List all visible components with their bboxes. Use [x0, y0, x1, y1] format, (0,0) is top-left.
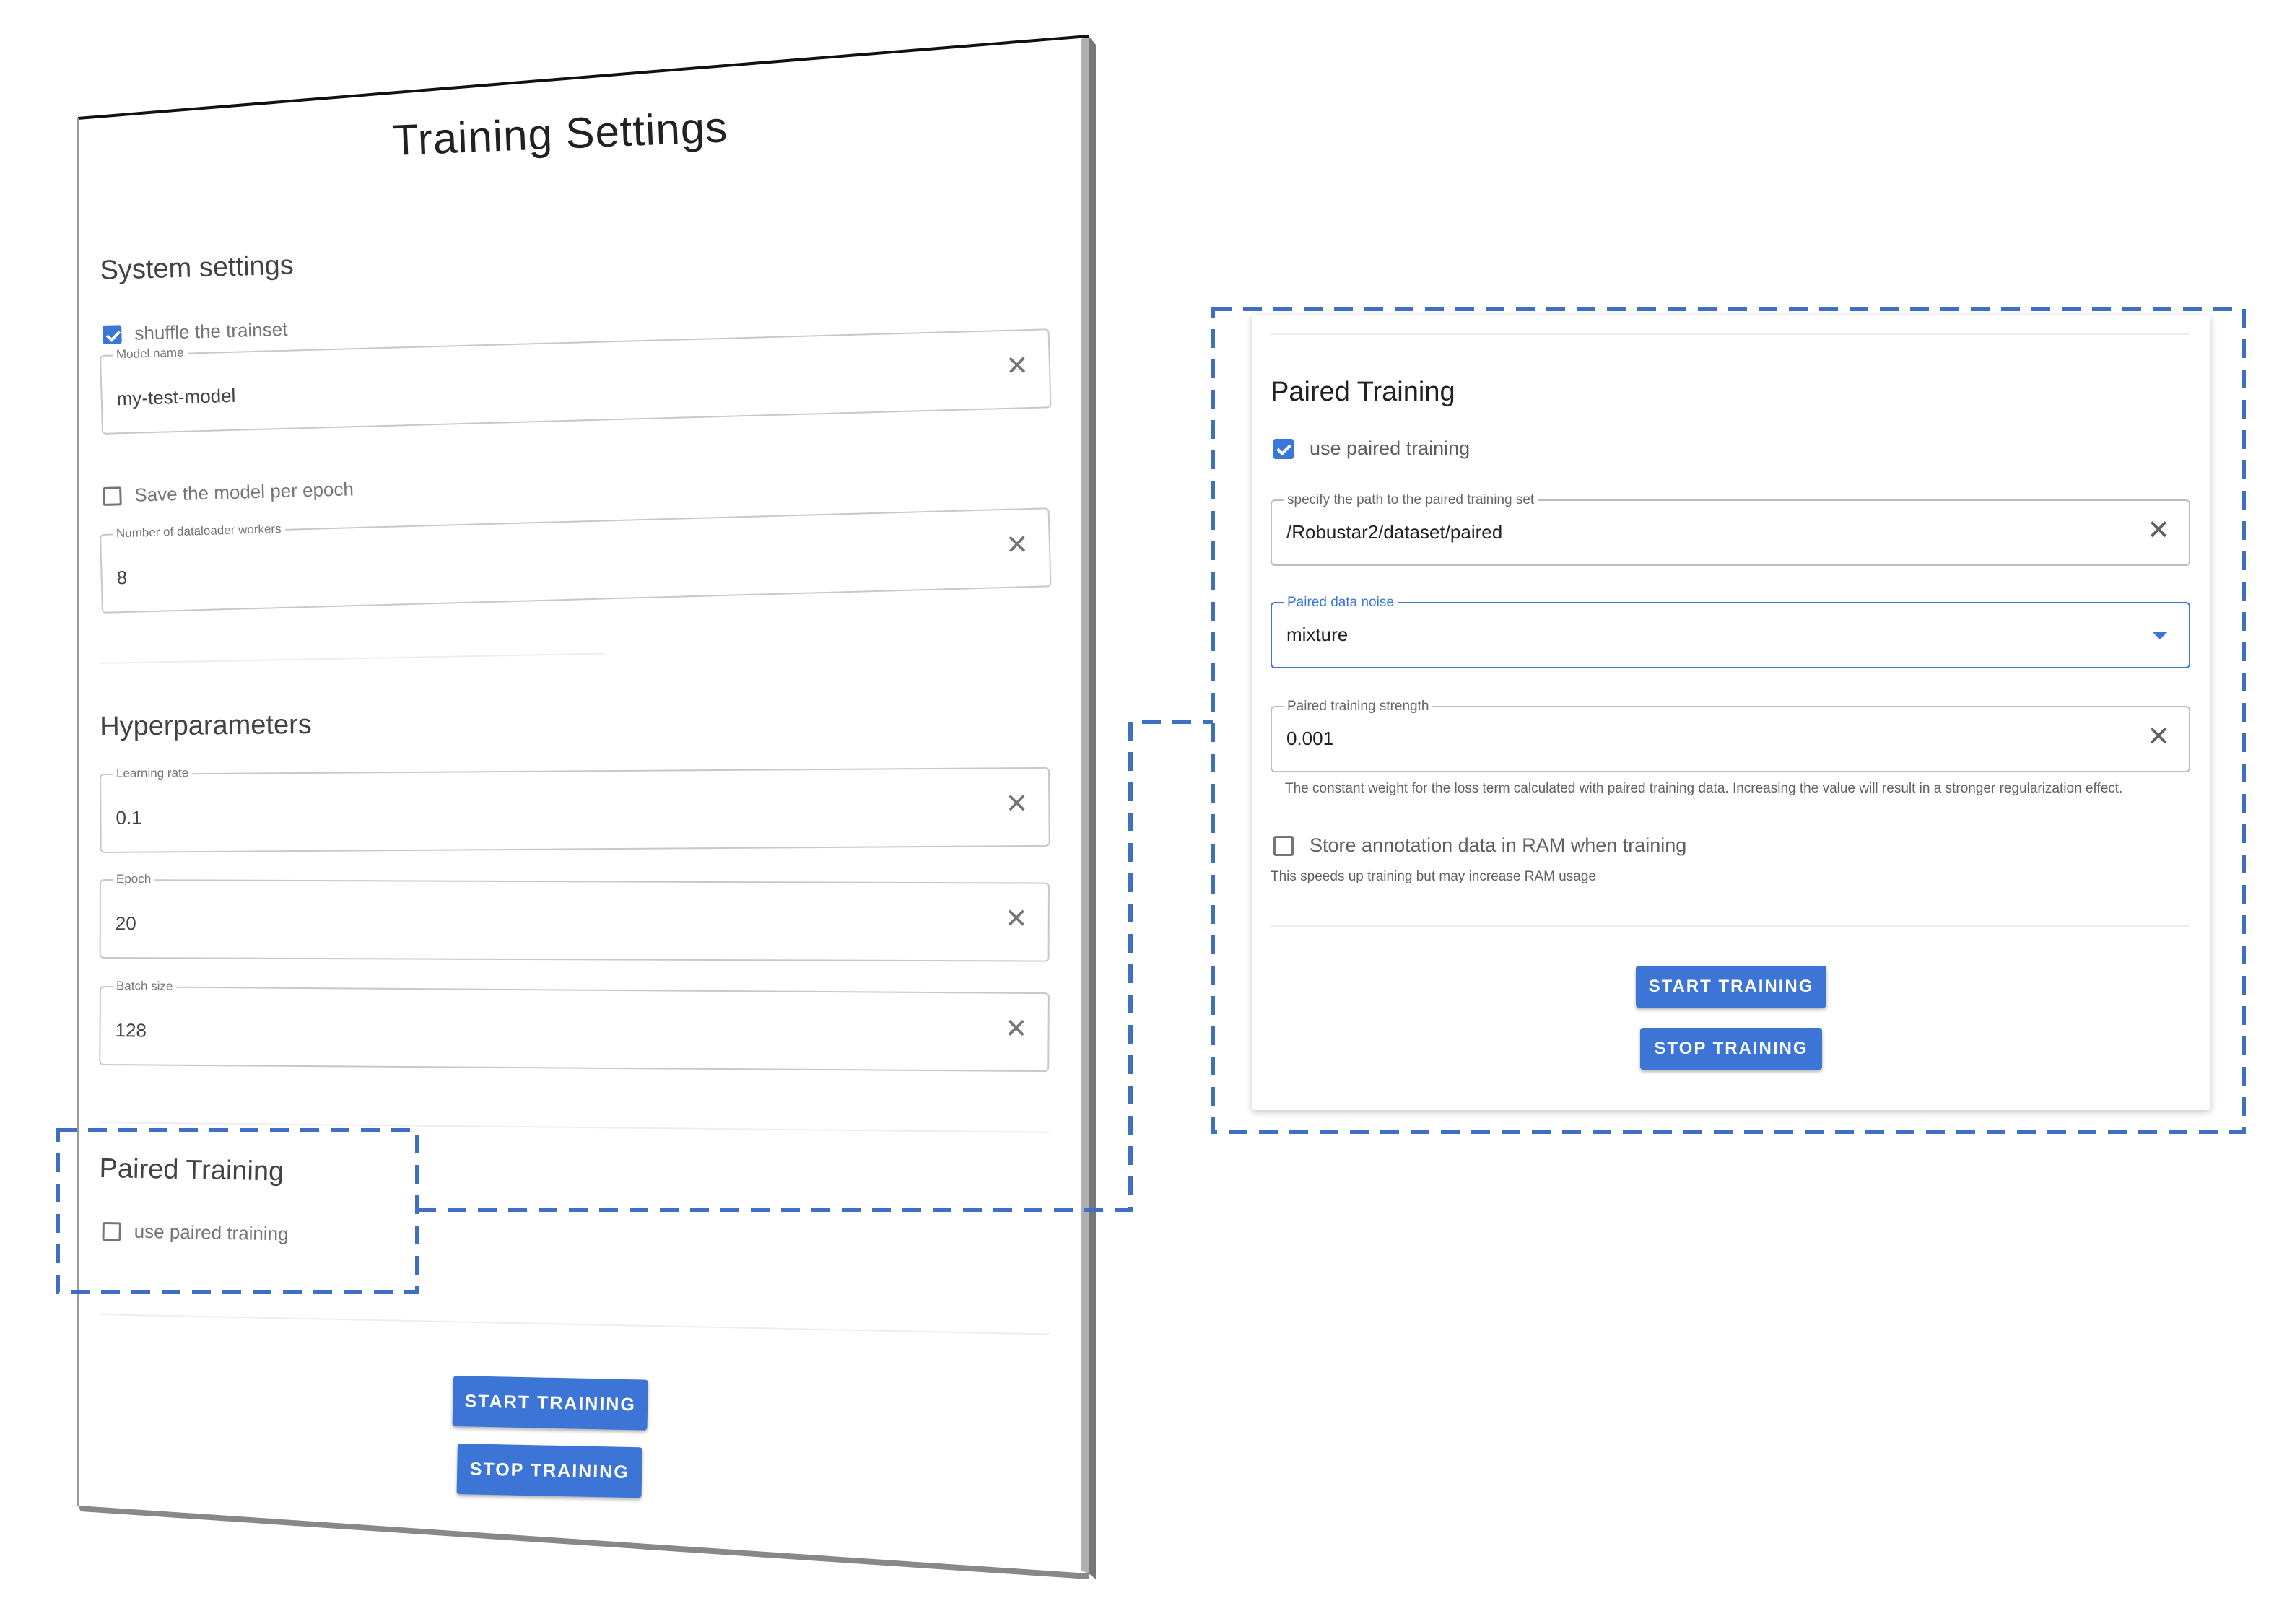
close-icon[interactable]: ✕: [1005, 351, 1029, 382]
close-icon[interactable]: ✕: [1004, 904, 1028, 935]
checkbox-unchecked-icon[interactable]: [102, 1221, 121, 1241]
paired-strength-hint: The constant weight for the loss term ca…: [1285, 781, 2123, 796]
paired-training-zoom-panel: Paired Training use paired training spec…: [1252, 315, 2210, 1110]
paired-path-label: specify the path to the paired training …: [1284, 492, 1538, 508]
checkbox-checked-icon[interactable]: [1273, 438, 1294, 459]
paired-noise-label: Paired data noise: [1284, 595, 1398, 611]
paired-training-heading: Paired Training: [1271, 377, 1455, 407]
use-paired-training-label: use paired training: [1310, 437, 1471, 459]
learning-rate-label: Learning rate: [112, 766, 193, 781]
section-divider: [1271, 333, 2190, 335]
paired-path-value[interactable]: /Robustar2/dataset/paired: [1286, 521, 1503, 543]
use-paired-training-label: use paired training: [134, 1220, 289, 1245]
use-paired-training-checkbox[interactable]: use paired training: [102, 1220, 289, 1245]
close-icon[interactable]: ✕: [2147, 515, 2170, 546]
dataloader-workers-value[interactable]: 8: [116, 566, 128, 589]
paired-strength-value[interactable]: 0.001: [1286, 728, 1334, 749]
store-ram-label: Store annotation data in RAM when traini…: [1310, 834, 1687, 856]
close-icon[interactable]: ✕: [1005, 789, 1029, 820]
checkbox-checked-icon[interactable]: [103, 324, 122, 344]
hyperparameters-heading: Hyperparameters: [100, 709, 312, 742]
paired-training-heading: Paired Training: [99, 1153, 284, 1187]
paired-path-field[interactable]: specify the path to the paired training …: [1271, 492, 2190, 566]
epoch-value[interactable]: 20: [115, 912, 136, 935]
checkbox-unchecked-icon[interactable]: [1273, 835, 1294, 856]
section-divider: [1271, 925, 2190, 927]
close-icon[interactable]: ✕: [2147, 722, 2170, 752]
store-ram-hint: This speeds up training but may increase…: [1271, 869, 1596, 884]
close-icon[interactable]: ✕: [1004, 1013, 1028, 1044]
paired-noise-select[interactable]: Paired data noise mixture: [1271, 595, 2190, 668]
learning-rate-field[interactable]: Learning rate 0.1 ✕: [100, 766, 1050, 853]
use-paired-training-checkbox[interactable]: use paired training: [1273, 437, 1470, 460]
checkbox-unchecked-icon[interactable]: [103, 486, 122, 506]
store-ram-checkbox[interactable]: Store annotation data in RAM when traini…: [1273, 834, 1686, 857]
batch-size-field[interactable]: Batch size 128 ✕: [99, 979, 1050, 1073]
paired-strength-field[interactable]: Paired training strength 0.001 ✕: [1271, 699, 2190, 772]
epoch-label: Epoch: [112, 872, 155, 887]
model-name-value[interactable]: my-test-model: [116, 384, 236, 410]
stop-training-button[interactable]: STOP TRAINING: [456, 1444, 642, 1498]
model-name-label: Model name: [112, 345, 188, 362]
learning-rate-value[interactable]: 0.1: [116, 806, 142, 829]
epoch-field[interactable]: Epoch 20 ✕: [99, 872, 1050, 962]
caret-down-icon[interactable]: [2153, 632, 2167, 639]
start-training-button[interactable]: START TRAINING: [1636, 966, 1826, 1008]
start-training-button[interactable]: START TRAINING: [452, 1376, 648, 1431]
batch-size-value[interactable]: 128: [115, 1019, 147, 1042]
stop-training-button[interactable]: STOP TRAINING: [1640, 1028, 1822, 1070]
paired-noise-value[interactable]: mixture: [1286, 624, 1349, 645]
close-icon[interactable]: ✕: [1005, 530, 1029, 561]
paired-strength-label: Paired training strength: [1284, 699, 1433, 715]
system-settings-heading: System settings: [100, 250, 295, 286]
batch-size-label: Batch size: [112, 979, 177, 994]
shuffle-trainset-label: shuffle the trainset: [134, 318, 288, 344]
